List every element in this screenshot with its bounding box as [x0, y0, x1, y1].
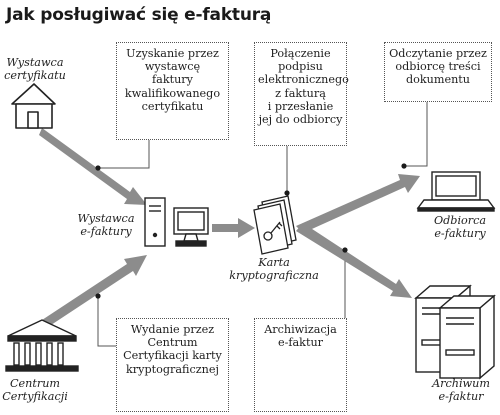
- dot-recipient-arrow: [401, 163, 407, 169]
- server-icon: [414, 284, 496, 380]
- building-icon: [5, 319, 79, 372]
- box-archiwizacja: Archiwizacja e-faktur: [254, 318, 347, 412]
- connector-odczytanie: [404, 101, 428, 167]
- label-centrum-certyfikacji: Centrum Certyfikacji: [2, 377, 68, 403]
- label-odbiorca: Odbiorca e-faktury: [433, 214, 487, 240]
- connector-uzyskanie: [98, 139, 150, 169]
- label-karta-kryptograficzna: Karta kryptograficzna: [229, 256, 319, 282]
- box-polaczenie: Połączenie podpisu elektronicznego z fak…: [254, 42, 349, 146]
- flow-arrows: [39, 128, 420, 327]
- laptop-icon: [416, 171, 496, 212]
- computer-icon: [144, 197, 209, 247]
- dot-centrum-arrow: [95, 293, 101, 299]
- dot-archive-arrow: [342, 247, 348, 253]
- label-archiwum: Archiwum e-faktur: [432, 377, 490, 403]
- connector-lines: [97, 101, 428, 347]
- connector-dots: [95, 163, 407, 299]
- box-uzyskanie: Uzyskanie przez wystawcę faktury kwalifi…: [116, 42, 229, 140]
- arrow-card-to-archive: [296, 223, 412, 298]
- arrow-issuer-to-card: [212, 218, 255, 238]
- page-title: Jak posługiwać się e-fakturą: [6, 5, 272, 25]
- label-wystawca-efaktury: Wystawca e-faktury: [77, 212, 135, 238]
- dot-card: [284, 190, 290, 196]
- arrow-cert-to-issuer: [39, 128, 147, 205]
- arrow-centrum-to-issuer: [42, 255, 147, 327]
- card-key-icon: [253, 195, 297, 255]
- dot-cert-arrow: [95, 165, 101, 171]
- box-odczytanie: Odczytanie przez odbiorcę treści dokumen…: [384, 42, 492, 102]
- arrow-card-to-recipient: [296, 174, 420, 233]
- box-wydanie: Wydanie przez Centrum Certyfikacji karty…: [116, 318, 229, 412]
- connector-wydanie: [97, 296, 116, 347]
- house-icon: [11, 83, 56, 129]
- label-wystawca-certyfikatu: Wystawca certyfikatu: [4, 56, 66, 82]
